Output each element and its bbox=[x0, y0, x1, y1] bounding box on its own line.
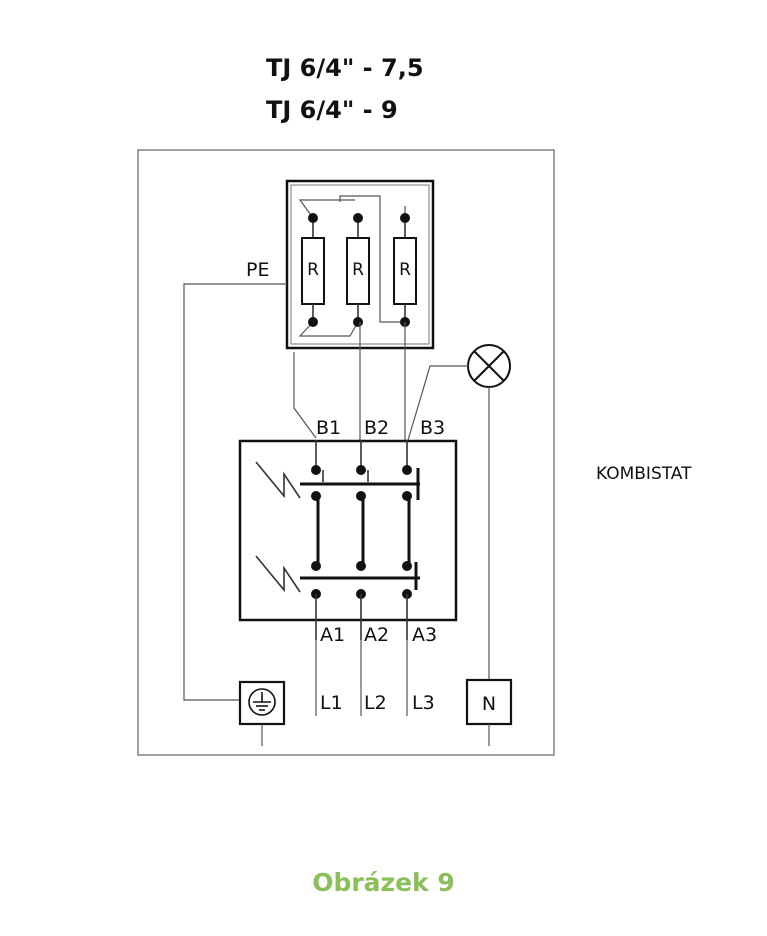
heating-element-block: R R R bbox=[285, 179, 435, 350]
indicator-lamp bbox=[467, 344, 511, 388]
diagram-title-line-2: TJ 6/4" - 9 bbox=[266, 96, 398, 124]
thermostat-symbol-2 bbox=[255, 555, 301, 593]
ground-terminal bbox=[238, 680, 286, 746]
kombistat-label: KOMBISTAT bbox=[596, 464, 692, 484]
kombistat-block bbox=[238, 439, 458, 640]
resistor-2-label: R bbox=[352, 260, 364, 280]
diagram-title-line-1: TJ 6/4" - 7,5 bbox=[266, 54, 424, 82]
terminal-a1-label: A1 bbox=[320, 624, 345, 646]
resistor-1-label: R bbox=[307, 260, 319, 280]
kombistat-box bbox=[238, 439, 458, 622]
terminal-a3-label: A3 bbox=[412, 624, 437, 646]
resistor-3-label: R bbox=[399, 260, 411, 280]
resistor-2: R bbox=[346, 213, 370, 327]
pe-wire bbox=[183, 283, 287, 701]
terminal-b1-label: B1 bbox=[316, 417, 341, 439]
terminal-b2-label: B2 bbox=[364, 417, 389, 439]
terminal-a2-label: A2 bbox=[364, 624, 389, 646]
thermostat-symbol-1 bbox=[255, 461, 301, 499]
neutral-label: N bbox=[482, 693, 496, 715]
terminal-b3-label: B3 bbox=[420, 417, 445, 439]
resistor-3: R bbox=[393, 213, 417, 327]
figure-caption: Obrázek 9 bbox=[312, 868, 455, 897]
phase-l3-label: L3 bbox=[412, 692, 435, 714]
phase-l1-label: L1 bbox=[320, 692, 343, 714]
neutral-terminal: N bbox=[465, 678, 513, 746]
outer-frame bbox=[137, 149, 555, 756]
phase-l2-label: L2 bbox=[364, 692, 387, 714]
resistor-1: R bbox=[301, 213, 325, 327]
pe-label: PE bbox=[246, 259, 269, 281]
